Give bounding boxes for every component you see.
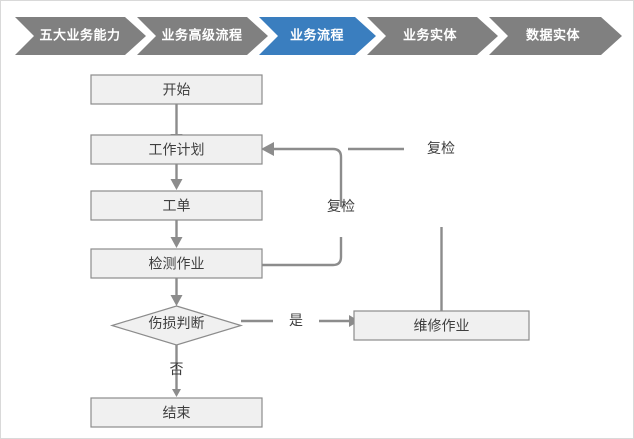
breadcrumb: 五大业务能力 业务高级流程 业务流程 业务实体 数据实体 bbox=[1, 15, 633, 57]
node-inspection-task[interactable]: 检测作业 bbox=[90, 248, 263, 279]
arrowhead-icon bbox=[170, 295, 183, 306]
breadcrumb-step-1[interactable]: 五大业务能力 bbox=[15, 17, 146, 55]
edge-inspection-to-decision bbox=[170, 278, 183, 306]
edge-workplan-to-workorder bbox=[170, 164, 183, 190]
edge-inspection-recheck-to-workplan bbox=[261, 142, 343, 267]
flowchart-canvas: 开始 工作计划 工单 检测作业 伤损判断 bbox=[1, 57, 633, 438]
chevron-shape bbox=[15, 17, 146, 55]
node-box bbox=[353, 310, 530, 341]
node-box bbox=[90, 74, 263, 105]
breadcrumb-step-2[interactable]: 业务高级流程 bbox=[137, 17, 268, 55]
chevron-shape-active bbox=[259, 17, 376, 55]
node-repair-task[interactable]: 维修作业 bbox=[353, 310, 530, 341]
edge-decision-to-repair bbox=[241, 315, 359, 327]
node-start[interactable]: 开始 bbox=[90, 74, 263, 105]
edge-decision-to-end bbox=[172, 345, 181, 397]
node-work-order[interactable]: 工单 bbox=[90, 190, 263, 221]
edge-repair-recheck-to-workplan bbox=[348, 147, 443, 311]
node-box bbox=[90, 134, 263, 165]
edge-label-recheck-outer: 复检 bbox=[427, 140, 455, 157]
chevron-shape bbox=[489, 17, 622, 55]
breadcrumb-step-5[interactable]: 数据实体 bbox=[489, 17, 622, 55]
edge-workorder-to-inspection bbox=[170, 220, 183, 248]
arrowhead-icon bbox=[170, 237, 183, 248]
decision-diamond-shape bbox=[109, 305, 244, 346]
edge-label-yes: 是 bbox=[289, 313, 303, 329]
arrowhead-icon bbox=[170, 179, 183, 190]
node-damage-decision[interactable]: 伤损判断 bbox=[109, 305, 244, 346]
node-box bbox=[90, 397, 263, 428]
node-box bbox=[90, 190, 263, 221]
chevron-shape bbox=[137, 17, 268, 55]
arrowhead-icon bbox=[172, 389, 181, 397]
arrowhead-icon bbox=[261, 142, 274, 156]
breadcrumb-step-3[interactable]: 业务流程 bbox=[259, 17, 376, 55]
node-box bbox=[90, 248, 263, 279]
chevron-shape bbox=[367, 17, 498, 55]
node-end[interactable]: 结束 bbox=[90, 397, 263, 428]
node-work-plan[interactable]: 工作计划 bbox=[90, 134, 263, 165]
breadcrumb-step-4[interactable]: 业务实体 bbox=[367, 17, 498, 55]
